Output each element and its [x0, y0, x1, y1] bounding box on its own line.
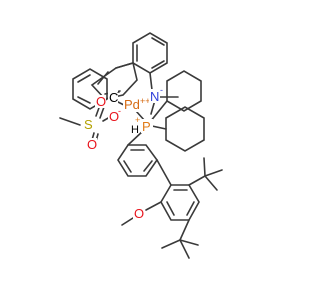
bond-o-ch3 [121, 217, 134, 226]
nitrogen-charge: - [160, 85, 163, 95]
bond-tbu-bottom [179, 239, 190, 259]
mesylate-oxygen-bottom: O [87, 137, 97, 152]
ring-cyclohexyl-top [166, 70, 202, 112]
ring-substituted-inner [186, 201, 195, 216]
ring-phenyl-lower-inner [143, 160, 153, 172]
bond-tbu-bottom [179, 219, 190, 241]
phosphorus-charge: + [135, 115, 140, 125]
bond-s-o [99, 106, 105, 119]
bond-tbu-bottom [161, 239, 181, 249]
ring-biphenyl-right-inner [151, 60, 165, 69]
ring-cyclohexyl-right [165, 106, 205, 152]
palladium-charge: ++ [140, 96, 151, 106]
carbanion-label: C [109, 90, 118, 105]
methoxy-oxygen: O [134, 206, 144, 221]
mesylate-oxygen-right: O [109, 109, 119, 124]
molecule-structure: C - Pd ++ N - P + H O O - S O O [59, 32, 223, 259]
carbanion-charge: - [117, 87, 120, 97]
sulfur-label: S [84, 117, 93, 132]
ring-left-aromatic [72, 68, 108, 110]
ring-biphenyl-right-inner [151, 37, 165, 46]
bond-p-cyclohexyl [149, 100, 168, 123]
atom-labels: C - Pd ++ N - P + H O O - S O O [83, 85, 163, 221]
bond-tbu-right [204, 169, 223, 177]
ring-phenyl-lower-inner [123, 160, 132, 173]
bond-tbu-bottom [179, 239, 199, 246]
bond-p-cyclohexyl [151, 125, 167, 130]
mesylate-oxygen-top: O [96, 94, 106, 109]
bond-tbu-right [188, 175, 206, 186]
bond-n-ring [149, 72, 153, 91]
mesylate-charge: - [118, 106, 121, 116]
ring-substituted-inner [166, 201, 175, 216]
ring-left-aromatic-inner [77, 74, 91, 83]
bond-aryl-aryl [156, 159, 172, 186]
palladium-label: Pd [124, 97, 140, 112]
ring-left-aromatic-inner [77, 96, 91, 104]
bond-biaryl [115, 62, 134, 69]
bond-s-ch3 [59, 117, 81, 126]
phosphorus-label: P [142, 119, 151, 134]
bond-tbu-right [203, 157, 206, 177]
phosphorus-hydrogen: H [131, 124, 139, 136]
bond-lines [59, 32, 223, 259]
bond-ring-o [145, 201, 162, 211]
nitrogen-label: N [150, 89, 159, 104]
ring-biphenyl-right [132, 32, 168, 74]
ring-phenyl-lower [117, 144, 158, 177]
bond-tbu-right [204, 175, 218, 191]
ring-biphenyl-left-inner [97, 71, 109, 85]
